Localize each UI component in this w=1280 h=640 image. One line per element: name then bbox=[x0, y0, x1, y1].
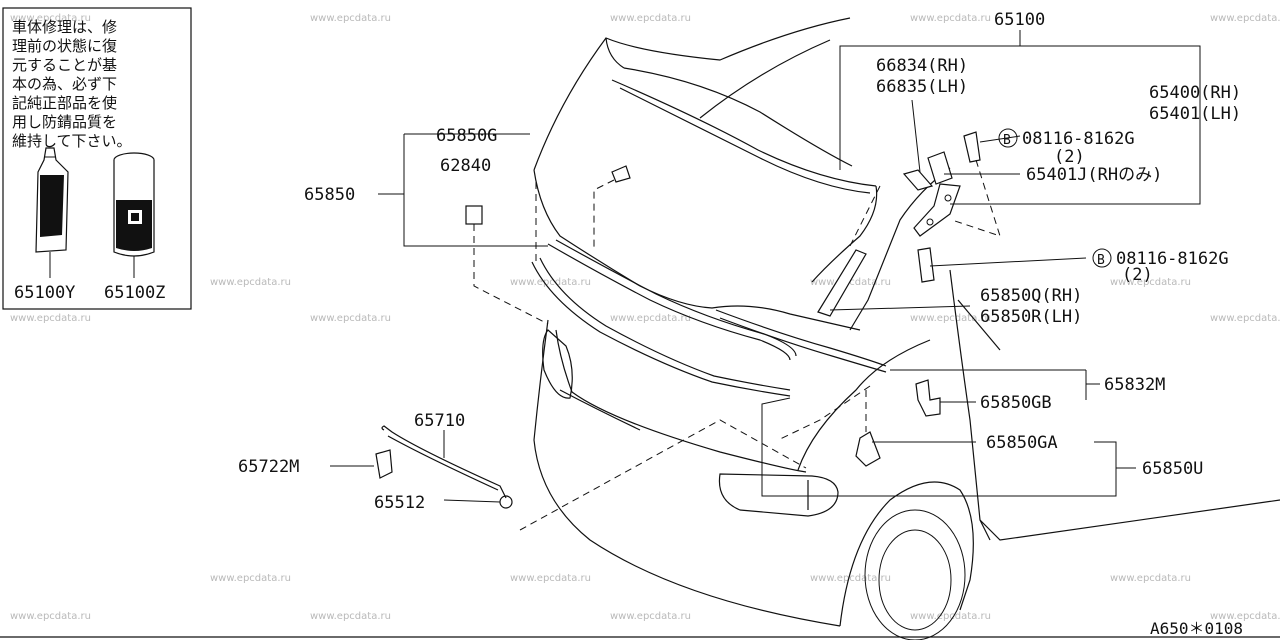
part-labels: 65100 66834(RH) 66835(LH) 65400(RH) 6540… bbox=[238, 10, 1241, 513]
watermark: www.epcdata.ru bbox=[510, 277, 591, 288]
watermark: www.epcdata.ru bbox=[910, 611, 991, 622]
notice-frame bbox=[2, 7, 192, 310]
repair-notice-box: 車体修理は、修 理前の状態に復 元することが基 本の為、必ず下 記純正部品を使 … bbox=[2, 7, 192, 310]
notice-line: 理前の状態に復 bbox=[12, 37, 117, 55]
bolt-marker-letter: B bbox=[1003, 133, 1011, 148]
watermark: www.epcdata.ru bbox=[10, 611, 91, 622]
label-bolt-qty: (2) bbox=[1054, 147, 1085, 167]
watermark: www.epcdata.ru bbox=[310, 611, 391, 622]
watermark: www.epcdata.ru bbox=[910, 313, 991, 324]
watermarks: www.epcdata.ru www.epcdata.ru www.epcdat… bbox=[10, 13, 1280, 622]
watermark: www.epcdata.ru bbox=[210, 277, 291, 288]
watermark: www.epcdata.ru bbox=[1210, 611, 1280, 622]
label-65832m: 65832M bbox=[1104, 375, 1165, 395]
label-65850ga: 65850GA bbox=[986, 433, 1058, 453]
label-65401j: 65401J(RHのみ) bbox=[1026, 165, 1162, 185]
notice-line: 本の為、必ず下 bbox=[12, 75, 117, 93]
label-66835: 66835(LH) bbox=[876, 77, 968, 97]
watermark: www.epcdata.ru bbox=[1110, 277, 1191, 288]
label-65710: 65710 bbox=[414, 411, 465, 431]
hood-seal-strip bbox=[531, 239, 887, 397]
watermark: www.epcdata.ru bbox=[310, 13, 391, 24]
label-65722m: 65722M bbox=[238, 457, 299, 477]
label-65850: 65850 bbox=[304, 185, 355, 205]
figure-code: A650＊0108 bbox=[1150, 619, 1243, 638]
label-65850r: 65850R(LH) bbox=[980, 307, 1082, 327]
watermark: www.epcdata.ru bbox=[1210, 13, 1280, 24]
label-66834: 66834(RH) bbox=[876, 56, 968, 76]
bolt-marker-icon bbox=[998, 128, 1018, 148]
sealant-tube-icon bbox=[35, 147, 69, 253]
leader-lines bbox=[330, 30, 1201, 503]
bolt-marker-icon bbox=[1092, 248, 1112, 268]
watermark: www.epcdata.ru bbox=[910, 13, 991, 24]
bolt-marker-letter: B bbox=[1097, 253, 1105, 268]
watermark: www.epcdata.ru bbox=[610, 313, 691, 324]
label-65100y: 65100Y bbox=[14, 283, 75, 303]
watermark: www.epcdata.ru bbox=[810, 277, 891, 288]
label-65512: 65512 bbox=[374, 493, 425, 513]
label-62840: 62840 bbox=[440, 156, 491, 176]
notice-line: 元することが基 bbox=[12, 56, 117, 74]
watermark: www.epcdata.ru bbox=[610, 611, 691, 622]
hood-support-rod bbox=[381, 425, 507, 499]
watermark: www.epcdata.ru bbox=[1110, 573, 1191, 584]
clips-and-stoppers bbox=[375, 165, 941, 509]
watermark: www.epcdata.ru bbox=[210, 573, 291, 584]
notice-line: 記純正部品を使 bbox=[12, 94, 117, 112]
watermark: www.epcdata.ru bbox=[510, 573, 591, 584]
label-bolt-08116-8162g: 08116-8162G bbox=[1022, 129, 1135, 149]
watermark: www.epcdata.ru bbox=[10, 313, 91, 324]
spray-can-icon bbox=[113, 152, 155, 257]
watermark: www.epcdata.ru bbox=[310, 313, 391, 324]
label-bolt-qty: (2) bbox=[1122, 265, 1153, 285]
label-65400: 65400(RH) bbox=[1149, 83, 1241, 103]
notice-line: 用し防錆品質を bbox=[12, 113, 117, 131]
notice-line: 車体修理は、修 bbox=[12, 18, 117, 36]
label-65850g: 65850G bbox=[436, 126, 497, 146]
watermark: www.epcdata.ru bbox=[1210, 313, 1280, 324]
watermark: www.epcdata.ru bbox=[10, 13, 91, 24]
label-65850u: 65850U bbox=[1142, 459, 1203, 479]
label-65100z: 65100Z bbox=[104, 283, 165, 303]
watermark: www.epcdata.ru bbox=[610, 13, 691, 24]
label-65100: 65100 bbox=[994, 10, 1045, 30]
hood-hinge-assembly bbox=[817, 131, 1001, 317]
label-65850q: 65850Q(RH) bbox=[980, 286, 1082, 306]
notice-line: 維持して下さい。 bbox=[12, 132, 132, 150]
dashed-leaders bbox=[473, 179, 871, 531]
label-65850gb: 65850GB bbox=[980, 393, 1052, 413]
label-bolt-08116-8162g: 08116-8162G bbox=[1116, 249, 1229, 269]
watermark: www.epcdata.ru bbox=[810, 573, 891, 584]
label-65401: 65401(LH) bbox=[1149, 104, 1241, 124]
